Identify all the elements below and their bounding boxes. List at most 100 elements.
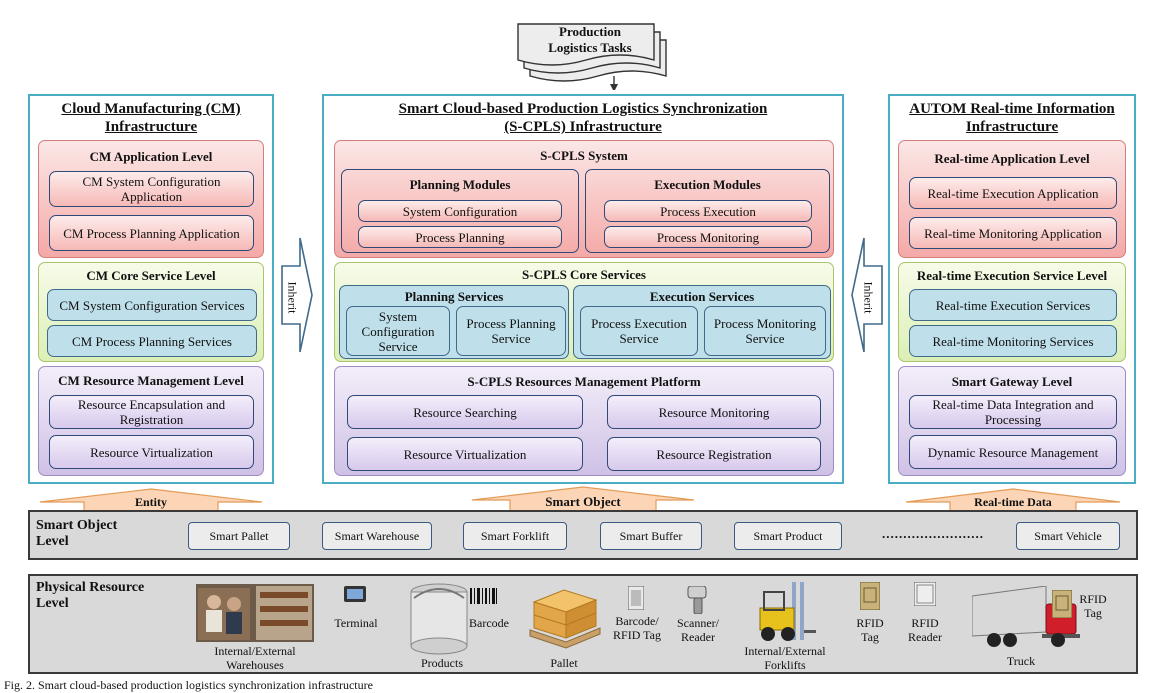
rfid-tag-icon [860, 582, 880, 610]
forklift-icon [759, 582, 816, 641]
smart-object-level-band: Smart Object Level Smart Pallet Smart Wa… [28, 510, 1138, 560]
execution-modules: Execution Modules Process Execution Proc… [585, 169, 830, 253]
physical-resource-level-label: Physical Resource Level [36, 580, 145, 611]
truck-label: Truck [1006, 654, 1036, 668]
barcode-icon [470, 588, 497, 604]
entity-arrow-label: Entity [134, 495, 167, 509]
realtime-execution-services: Real-time Execution Services [909, 289, 1117, 321]
scpls-title: Smart Cloud-based Production Logistics S… [398, 101, 768, 135]
barcode-label: Barcode [469, 616, 509, 630]
inherit-arrow-left [281, 237, 313, 353]
execution-modules-title: Execution Modules [654, 177, 761, 192]
smart-forklift: Smart Forklift [463, 522, 567, 550]
system-configuration-service: System Configuration Service [346, 306, 450, 356]
scpls-core-title: S-CPLS Core Services [522, 267, 646, 282]
scpls-infrastructure-panel: Smart Cloud-based Production Logistics S… [322, 94, 844, 484]
physical-resource-level-band: Physical Resource Level Internal/Externa… [28, 574, 1138, 674]
scpls-system-title: S-CPLS System [540, 148, 628, 163]
cm-app-level-title: CM Application Level [89, 149, 213, 164]
process-execution-module: Process Execution [604, 200, 812, 222]
realtime-app-level-title: Real-time Application Level [934, 151, 1090, 166]
task-label: Production Logistics Tasks [548, 24, 632, 55]
realtime-exec-level-title: Real-time Execution Service Level [916, 268, 1108, 283]
smart-buffer: Smart Buffer [600, 522, 702, 550]
cm-resource-level-title: CM Resource Management Level [58, 373, 244, 388]
smart-object-ellipsis: ........................ [882, 526, 984, 541]
pallet-label: Pallet [550, 656, 578, 670]
process-planning-module: Process Planning [358, 226, 562, 248]
barcode-rfid-tag-icon [628, 586, 644, 610]
cm-title: Cloud Manufacturing (CM) Infrastructure [61, 101, 241, 135]
system-configuration-module: System Configuration [358, 200, 562, 222]
realtime-monitoring-services: Real-time Monitoring Services [909, 325, 1117, 357]
smart-object-level-label: Smart Object Level [36, 518, 118, 549]
figure-caption: Fig. 2. Smart cloud-based production log… [4, 678, 373, 692]
cm-application-level: CM Application Level CM System Configura… [38, 140, 264, 258]
inherit-label-left: Inherit [285, 281, 300, 314]
warehouses-label: Internal/External Warehouses [214, 644, 296, 672]
cm-core-level-title: CM Core Service Level [86, 268, 216, 283]
dynamic-resource-management: Dynamic Resource Management [909, 435, 1117, 469]
planning-modules: Planning Modules System Configuration Pr… [341, 169, 579, 253]
cm-process-planning-services: CM Process Planning Services [47, 325, 257, 357]
resource-monitoring: Resource Monitoring [607, 395, 821, 429]
process-planning-service: Process Planning Service [456, 306, 566, 356]
cm-core-service-level: CM Core Service Level CM System Configur… [38, 262, 264, 362]
inherit-arrow-right [851, 237, 883, 353]
cm-system-configuration-services: CM System Configuration Services [47, 289, 257, 321]
terminal-label: Terminal [334, 616, 378, 630]
resource-searching: Resource Searching [347, 395, 583, 429]
realtime-data-integration: Real-time Data Integration and Processin… [909, 395, 1117, 429]
smart-gateway-level-title: Smart Gateway Level [951, 374, 1073, 389]
products-icon [410, 583, 468, 655]
forklifts-label: Internal/External Forklifts [744, 644, 826, 672]
smart-gateway-level: Smart Gateway Level Real-time Data Integ… [898, 366, 1126, 476]
rfid-tag-label: RFID Tag [856, 616, 884, 644]
truck-rfid-tag-icon [1052, 590, 1072, 618]
smart-vehicle: Smart Vehicle [1016, 522, 1120, 550]
cm-process-planning-app: CM Process Planning Application [49, 215, 254, 251]
cm-system-configuration-app: CM System Configuration Application [49, 171, 254, 207]
smart-pallet: Smart Pallet [188, 522, 290, 550]
realtime-data-arrow-label: Real-time Data [974, 495, 1052, 509]
process-monitoring-service: Process Monitoring Service [704, 306, 826, 356]
rfid-reader-label: RFID Reader [908, 616, 942, 644]
pallet-icon [529, 589, 601, 649]
planning-services: Planning Services System Configuration S… [339, 285, 569, 359]
process-monitoring-module: Process Monitoring [604, 226, 812, 248]
resource-encapsulation-registration: Resource Encapsulation and Registration [49, 395, 254, 429]
cm-resource-virtualization: Resource Virtualization [49, 435, 254, 469]
cm-infrastructure-panel: Cloud Manufacturing (CM) Infrastructure … [28, 94, 274, 484]
planning-modules-title: Planning Modules [409, 177, 511, 192]
planning-services-title: Planning Services [404, 289, 504, 304]
smart-warehouse: Smart Warehouse [322, 522, 432, 550]
realtime-monitoring-app: Real-time Monitoring Application [909, 217, 1117, 249]
scpls-system: S-CPLS System Planning Modules System Co… [334, 140, 834, 258]
task-documents-icon [517, 23, 667, 90]
smart-object-arrow-label: Smart Object [545, 494, 621, 509]
process-execution-service: Process Execution Service [580, 306, 698, 356]
scanner-icon [687, 586, 707, 614]
scpls-core-services: S-CPLS Core Services Planning Services S… [334, 262, 834, 362]
realtime-execution-service-level: Real-time Execution Service Level Real-t… [898, 262, 1126, 362]
realtime-application-level: Real-time Application Level Real-time Ex… [898, 140, 1126, 258]
execution-services: Execution Services Process Execution Ser… [573, 285, 831, 359]
inherit-label-right: Inherit [861, 281, 876, 314]
autom-title: AUTOM Real-time Information Infrastructu… [909, 101, 1115, 135]
scanner-label: Scanner/ Reader [677, 616, 719, 644]
warehouse-image [196, 584, 314, 642]
realtime-execution-app: Real-time Execution Application [909, 177, 1117, 209]
barcode-rfid-label: Barcode/ RFID Tag [613, 614, 661, 642]
scpls-resource-virtualization: Resource Virtualization [347, 437, 583, 471]
scpls-resources-platform: S-CPLS Resources Management Platform Res… [334, 366, 834, 476]
terminal-icon [344, 586, 366, 602]
truck-rfid-tag-label: RFID Tag [1079, 592, 1107, 620]
autom-infrastructure-panel: AUTOM Real-time Information Infrastructu… [888, 94, 1136, 484]
scpls-resources-title: S-CPLS Resources Management Platform [467, 374, 701, 389]
resource-registration: Resource Registration [607, 437, 821, 471]
cm-resource-management-level: CM Resource Management Level Resource En… [38, 366, 264, 476]
smart-product: Smart Product [734, 522, 842, 550]
products-label: Products [421, 656, 463, 670]
rfid-reader-icon [914, 582, 936, 606]
execution-services-title: Execution Services [649, 289, 755, 304]
